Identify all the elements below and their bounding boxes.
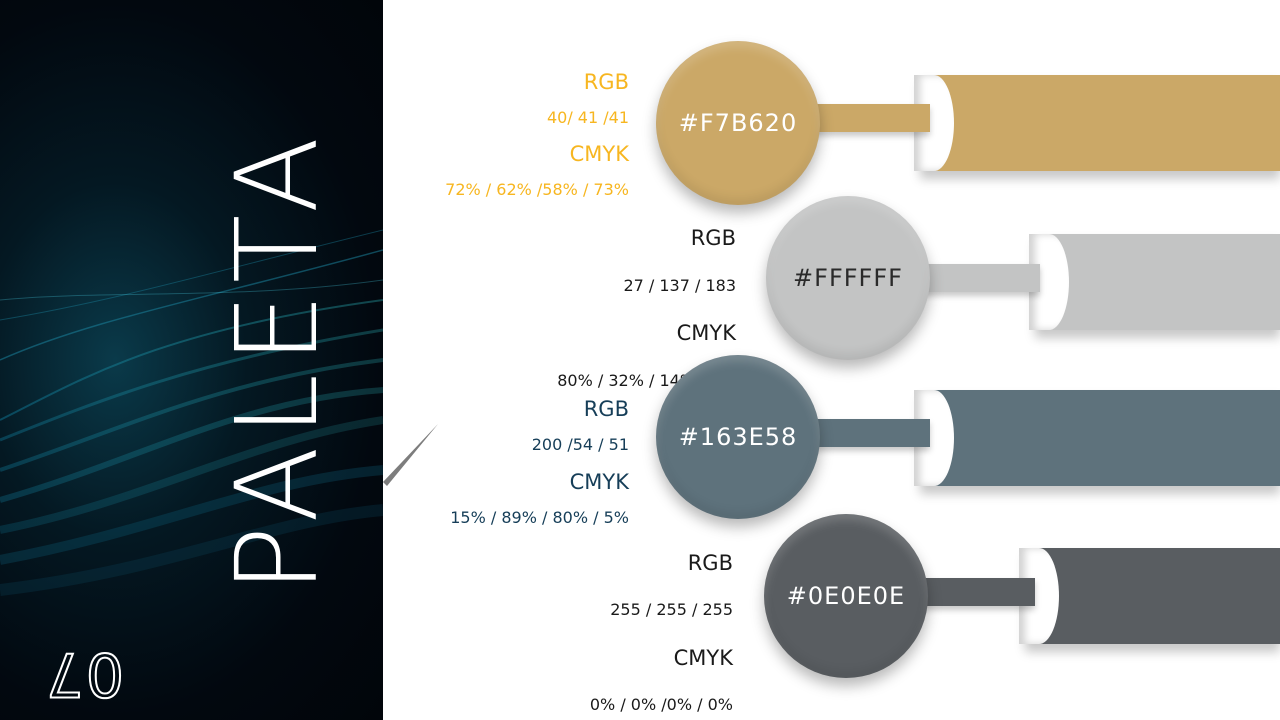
left-background-panel: PALETA 07	[0, 0, 383, 720]
cmyk-value: 15% / 89% / 80% / 5%	[450, 508, 629, 527]
cmyk-value: 72% / 62% /58% / 73%	[445, 180, 629, 199]
rgb-label: RGB	[690, 226, 736, 250]
rgb-label: RGB	[583, 397, 629, 421]
color-bar-graphite	[1019, 548, 1280, 644]
hex-code: #FFFFFF	[793, 264, 903, 292]
slide-number: 07	[30, 638, 125, 710]
color-bar-silver	[1029, 234, 1280, 330]
color-bar-gold	[914, 75, 1280, 171]
color-swatch-silver: #FFFFFF	[766, 196, 930, 360]
cmyk-label: CMYK	[569, 142, 629, 166]
cmyk-label: CMYK	[569, 470, 629, 494]
hex-code: #0E0E0E	[786, 582, 906, 610]
cmyk-label: CMYK	[673, 646, 733, 670]
color-bar-slate	[914, 390, 1280, 486]
rgb-value: 40/ 41 /41	[546, 108, 629, 127]
slide-title: PALETA	[213, 126, 343, 594]
abstract-wave-graphic	[0, 229, 383, 596]
accent-line	[383, 424, 438, 486]
color-swatch-slate: #163E58	[656, 355, 820, 519]
rgb-value: 27 / 137 / 183	[623, 276, 736, 295]
rgb-value: 255 / 255 / 255	[610, 600, 733, 619]
slide-number-text: 07	[43, 638, 125, 710]
rgb-label: RGB	[687, 551, 733, 575]
cmyk-value: 0% / 0% /0% / 0%	[589, 695, 733, 714]
color-swatch-gold: #F7B620	[656, 41, 820, 205]
color-stem-slate	[800, 419, 930, 447]
color-stem-gold	[800, 104, 930, 132]
rgb-value: 200 /54 / 51	[531, 435, 629, 454]
hex-code: #163E58	[678, 423, 798, 451]
rgb-label: RGB	[583, 70, 629, 94]
color-stem-silver	[910, 264, 1040, 292]
cmyk-label: CMYK	[676, 321, 736, 345]
hex-code: #F7B620	[678, 109, 798, 137]
color-swatch-graphite: #0E0E0E	[764, 514, 928, 678]
